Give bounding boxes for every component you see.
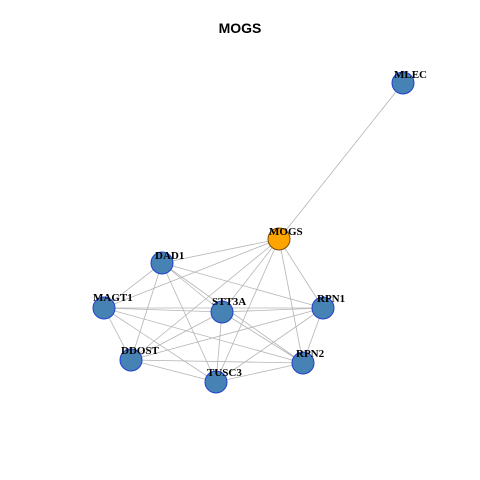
edge-mogs-ddost (130, 238, 280, 361)
edge-dad1-tusc3 (161, 262, 217, 383)
node-rpn2: RPN2 (291, 348, 325, 375)
node-label-mogs: MOGS (269, 226, 303, 238)
node-circle-mogs (267, 227, 291, 251)
edge-mogs-dad1 (161, 238, 280, 264)
node-circle-rpn2 (291, 351, 315, 375)
edge-stt3a-rpn2 (221, 311, 304, 364)
node-circle-mlec (391, 71, 415, 95)
node-circle-ddost (119, 348, 143, 372)
edge-ddost-tusc3 (130, 359, 217, 383)
edge-mogs-mlec (278, 82, 404, 240)
edge-mogs-rpn2 (278, 238, 304, 364)
node-circle-tusc3 (204, 370, 228, 394)
node-magt1: MAGT1 (92, 292, 133, 320)
edge-rpn2-tusc3 (215, 362, 304, 383)
edge-rpn1-ddost (130, 307, 324, 361)
edge-stt3a-tusc3 (215, 311, 223, 383)
node-stt3a: STT3A (210, 296, 246, 324)
node-label-ddost: DDOST (121, 345, 160, 357)
node-circle-rpn1 (311, 296, 335, 320)
node-ddost: DDOST (119, 345, 160, 372)
edge-magt1-stt3a (103, 307, 223, 313)
edge-rpn1-tusc3 (215, 307, 324, 383)
edge-dad1-stt3a (161, 262, 223, 313)
edge-dad1-rpn1 (161, 262, 324, 309)
node-label-mlec: MLEC (394, 69, 427, 81)
edge-stt3a-ddost (130, 311, 223, 361)
node-mogs: MOGS (267, 226, 303, 251)
edge-mogs-stt3a (221, 238, 280, 313)
node-label-stt3a: STT3A (212, 296, 246, 308)
node-label-magt1: MAGT1 (93, 292, 133, 304)
edge-magt1-rpn2 (103, 307, 304, 364)
edge-stt3a-rpn1 (221, 307, 324, 313)
node-label-rpn2: RPN2 (296, 348, 325, 360)
edge-dad1-ddost (130, 262, 163, 361)
edge-ddost-rpn2 (130, 359, 304, 364)
node-dad1: DAD1 (150, 250, 184, 275)
node-circle-stt3a (210, 300, 234, 324)
node-circle-magt1 (92, 296, 116, 320)
node-rpn1: RPN1 (311, 293, 345, 320)
edges-layer (103, 82, 404, 383)
node-tusc3: TUSC3 (204, 367, 242, 394)
edge-mogs-tusc3 (215, 238, 280, 383)
node-label-dad1: DAD1 (155, 250, 184, 262)
edge-mogs-magt1 (103, 238, 280, 309)
node-circle-dad1 (150, 251, 174, 275)
edge-mogs-rpn1 (278, 238, 324, 309)
node-mlec: MLEC (391, 69, 427, 95)
node-label-rpn1: RPN1 (317, 293, 345, 305)
edge-dad1-magt1 (103, 262, 163, 309)
graph-title: MOGS (218, 20, 262, 36)
node-label-tusc3: TUSC3 (207, 367, 242, 379)
